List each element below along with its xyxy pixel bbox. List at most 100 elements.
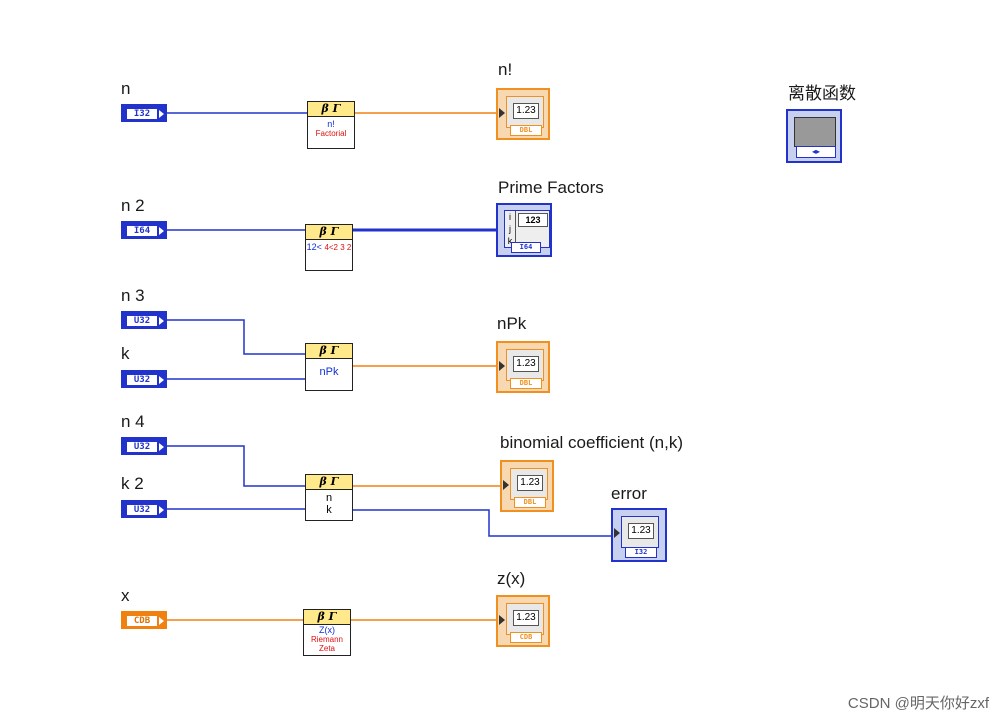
function-header: β Γ xyxy=(308,102,354,117)
input-arrow-icon xyxy=(503,480,509,490)
factorial-node[interactable]: β Γ n! Factorial xyxy=(307,101,355,149)
type-tag: DBL xyxy=(510,378,542,389)
type-tag: U32 xyxy=(126,374,158,386)
control-label-n: n xyxy=(121,79,131,98)
function-body: n! Factorial xyxy=(308,117,354,139)
output-arrow-icon xyxy=(159,376,164,384)
function-body: Z(x) Riemann Zeta xyxy=(304,625,350,654)
subvi-arrows: ◂▸ xyxy=(796,146,836,158)
indicator-label-npk: nPk xyxy=(497,314,527,333)
function-text: n xyxy=(325,492,333,504)
type-tag: CDB xyxy=(126,615,158,627)
numeric-value: 1.23 xyxy=(513,103,539,119)
function-text: 12< xyxy=(306,242,322,252)
function-text: Z(x) xyxy=(319,625,335,635)
function-body: 12< 4<2 3 2 xyxy=(306,240,352,253)
input-arrow-icon xyxy=(499,361,505,371)
control-label-k: k xyxy=(121,344,130,363)
indicator-terminal-prime-factors[interactable]: i j k 123 I64 xyxy=(496,203,552,257)
type-tag: U32 xyxy=(126,315,158,327)
control-label-k2: k 2 xyxy=(121,474,144,493)
wire-n4[interactable] xyxy=(167,445,305,487)
type-tag: DBL xyxy=(510,125,542,136)
output-arrow-icon xyxy=(159,506,164,514)
output-arrow-icon xyxy=(159,617,164,625)
type-tag: I64 xyxy=(511,242,541,253)
function-text: 4<2 3 2 xyxy=(324,243,352,252)
function-header: β Γ xyxy=(306,475,352,490)
array-index: k xyxy=(507,236,513,246)
numeric-value: 1.23 xyxy=(517,475,543,491)
type-tag: U32 xyxy=(126,441,158,453)
zeta-node[interactable]: β Γ Z(x) Riemann Zeta xyxy=(303,609,351,656)
control-label-n3: n 3 xyxy=(121,286,145,305)
output-arrow-icon xyxy=(159,443,164,451)
watermark: CSDN @明天你好zxf xyxy=(847,695,989,712)
control-label-n2: n 2 xyxy=(121,196,145,215)
display-box: 1.23 xyxy=(510,468,548,500)
array-index: j xyxy=(509,224,511,234)
wire-n3[interactable] xyxy=(167,319,305,355)
function-text: nPk xyxy=(319,366,339,378)
indicator-terminal-error[interactable]: 1.23 I32 xyxy=(611,508,667,562)
array-index-column: i j k xyxy=(505,211,516,247)
display-box: 1.23 xyxy=(506,349,544,381)
function-text: Zeta xyxy=(318,644,335,653)
npk-node[interactable]: β Γ nPk xyxy=(305,343,353,391)
control-terminal-x[interactable]: CDB xyxy=(121,611,167,629)
indicator-label-nfact: n! xyxy=(498,60,513,79)
control-label-x: x xyxy=(121,586,130,605)
control-label-n4: n 4 xyxy=(121,412,145,431)
wire-error[interactable] xyxy=(353,509,613,537)
type-tag: I32 xyxy=(625,547,657,558)
display-box: 1.23 xyxy=(621,516,659,548)
function-text: n! xyxy=(327,119,335,129)
indicator-terminal-npk[interactable]: 1.23 DBL xyxy=(496,341,550,393)
function-header: β Γ xyxy=(306,344,352,359)
control-terminal-n4[interactable]: U32 xyxy=(121,437,167,455)
output-arrow-icon xyxy=(159,110,164,118)
display-box: 1.23 xyxy=(506,96,544,128)
function-header: β Γ xyxy=(304,610,350,625)
numeric-value: 1.23 xyxy=(513,356,539,372)
type-tag: CDB xyxy=(510,632,542,643)
subvi-discrete-functions[interactable]: ◂▸ xyxy=(786,109,842,163)
input-arrow-icon xyxy=(614,528,620,538)
indicator-terminal-binomial[interactable]: 1.23 DBL xyxy=(500,460,554,512)
control-terminal-k[interactable]: U32 xyxy=(121,370,167,388)
array-display: i j k 123 xyxy=(504,210,550,248)
indicator-label-error: error xyxy=(611,484,647,503)
array-index: i xyxy=(509,212,511,222)
output-arrow-icon xyxy=(159,227,164,235)
type-tag: I64 xyxy=(126,225,158,237)
subvi-screen-icon xyxy=(794,117,836,147)
indicator-label-prime: Prime Factors xyxy=(498,178,604,197)
type-tag: I32 xyxy=(126,108,158,120)
type-tag: DBL xyxy=(514,497,546,508)
function-text: k xyxy=(326,504,332,516)
function-text: Riemann xyxy=(310,635,343,644)
control-terminal-n[interactable]: I32 xyxy=(121,104,167,122)
numeric-value: 1.23 xyxy=(628,523,654,539)
control-terminal-k2[interactable]: U32 xyxy=(121,500,167,518)
numeric-value: 123 xyxy=(518,213,548,227)
indicator-label-zx: z(x) xyxy=(497,569,526,588)
subvi-label: 离散函数 xyxy=(788,84,856,103)
output-arrow-icon xyxy=(159,317,164,325)
type-tag: U32 xyxy=(126,504,158,516)
control-terminal-n3[interactable]: U32 xyxy=(121,311,167,329)
indicator-terminal-nfact[interactable]: 1.23 DBL xyxy=(496,88,550,140)
control-terminal-n2[interactable]: I64 xyxy=(121,221,167,239)
input-arrow-icon xyxy=(499,108,505,118)
indicator-terminal-zx[interactable]: 1.23 CDB xyxy=(496,595,550,647)
prime-factors-node[interactable]: β Γ 12< 4<2 3 2 xyxy=(305,224,353,271)
binomial-node[interactable]: β Γ n k xyxy=(305,474,353,521)
numeric-value: 1.23 xyxy=(513,610,539,626)
display-box: 1.23 xyxy=(506,603,544,635)
function-text: Factorial xyxy=(315,129,347,138)
input-arrow-icon xyxy=(499,615,505,625)
indicator-label-binomial: binomial coefficient (n,k) xyxy=(500,433,683,452)
function-header: β Γ xyxy=(306,225,352,240)
